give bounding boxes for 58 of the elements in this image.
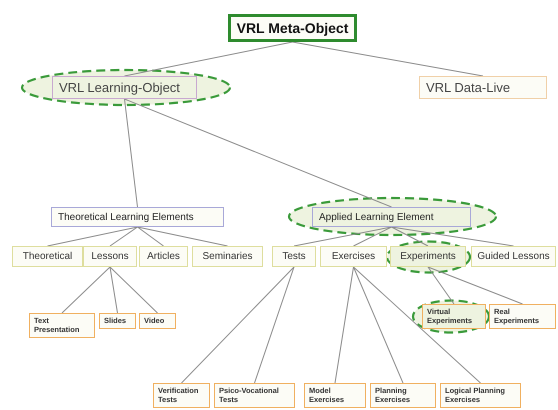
connector-line: [110, 266, 118, 314]
connector-line: [124, 42, 293, 76]
category-box: [12, 246, 83, 267]
connector-line: [62, 266, 110, 314]
connector-line: [391, 226, 428, 246]
connector-line: [181, 266, 294, 384]
box-label: Articles: [147, 251, 180, 262]
box-label: Exercises: [332, 251, 376, 262]
connector-line: [353, 266, 404, 384]
category-box: [272, 246, 316, 267]
connector-line: [353, 226, 392, 246]
connector-line: [254, 266, 294, 384]
connector-line: [294, 226, 392, 246]
connector-line: [428, 266, 523, 304]
category-box: [370, 383, 436, 408]
connector-line: [47, 226, 138, 246]
connector-line: [124, 98, 138, 208]
category-box: [83, 246, 137, 267]
box-label: Theoretical Learning Elements: [58, 212, 194, 222]
category-box: [440, 383, 521, 408]
category-box: [312, 207, 471, 227]
connector-line: [353, 266, 481, 384]
box-label: Applied Learning Element: [319, 212, 434, 222]
connector-line: [110, 266, 158, 314]
box-label: Tests: [282, 251, 306, 262]
connector-line: [391, 226, 514, 246]
box-label: Experiments: [400, 251, 456, 262]
category-box: [214, 383, 295, 408]
category-box: [390, 246, 466, 267]
box-label: Seminaries: [202, 251, 253, 262]
category-box: [471, 246, 556, 267]
category-box: [304, 383, 366, 408]
connector-line: [292, 42, 484, 76]
connector-line: [137, 226, 228, 246]
category-box: [489, 304, 556, 329]
connector-line: [428, 266, 454, 304]
connector-line: [137, 226, 164, 246]
box-label: VRL Data-Live: [426, 80, 510, 95]
category-box: [51, 207, 224, 227]
category-box: [139, 246, 188, 267]
category-box: [192, 246, 263, 267]
category-box: [29, 313, 95, 338]
category-box: [228, 14, 357, 42]
category-box: [99, 313, 136, 329]
box-label: Theoretical: [22, 251, 72, 262]
connector-line: [124, 98, 392, 208]
box-label: Lessons: [91, 251, 129, 262]
category-box: [422, 304, 486, 329]
box-label: VRL Meta-Object: [236, 20, 348, 36]
category-box: [139, 313, 176, 329]
category-box: [52, 76, 197, 99]
connector-line: [110, 226, 138, 246]
category-box: [419, 76, 547, 99]
box-label: VRL Learning-Object: [59, 80, 180, 95]
box-label: Guided Lessons: [477, 251, 550, 262]
category-box: [320, 246, 387, 267]
connector-line: [334, 266, 354, 384]
category-box: [153, 383, 210, 408]
